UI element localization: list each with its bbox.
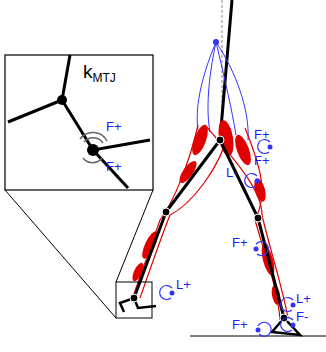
moment-label: F+: [106, 160, 122, 173]
moment-label: F+: [232, 236, 248, 249]
moment-label: L-: [226, 166, 238, 179]
stiffness-symbol: k: [83, 61, 93, 82]
moment-label: L+: [296, 292, 311, 305]
moment-label: F+: [254, 154, 270, 167]
stiffness-subscript: MTJ: [93, 71, 116, 85]
moment-label: F+: [232, 318, 248, 331]
moment-label: F-: [296, 310, 308, 323]
moment-label: F+: [254, 128, 270, 141]
moment-label: F+: [106, 120, 122, 133]
inset-box: kMTJ: [5, 55, 153, 190]
moment-label: L+: [176, 278, 191, 291]
